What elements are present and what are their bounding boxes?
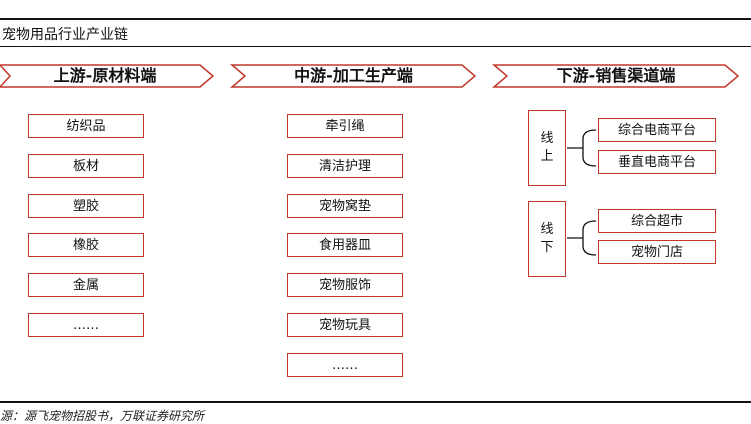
figure-title: 宠物用品行业产业链 [2, 27, 128, 43]
header-chevrons [0, 64, 740, 88]
bottom-rule [0, 401, 751, 403]
upstream-item: 金属 [28, 273, 144, 297]
channel-item: 综合电商平台 [598, 118, 716, 142]
midstream-item: 食用器皿 [287, 233, 403, 257]
midstream-item: 宠物玩具 [287, 313, 403, 337]
channel-online-label: 线 上 [528, 110, 566, 186]
midstream-item: 宠物服饰 [287, 273, 403, 297]
brace-offline [567, 220, 597, 256]
chevron-downstream [491, 64, 740, 88]
header-upstream: 上游-原材料端 [53, 66, 157, 85]
upstream-item: 板材 [28, 154, 144, 178]
upstream-item: 塑胶 [28, 194, 144, 218]
upstream-item: 纺织品 [28, 114, 144, 138]
channel-item: 综合超市 [598, 209, 716, 233]
top-rule [0, 18, 751, 20]
midstream-item: 宠物窝垫 [287, 194, 403, 218]
midstream-item: 清洁护理 [287, 154, 403, 178]
chevron-upstream [0, 64, 215, 88]
upstream-item: 橡胶 [28, 233, 144, 257]
channel-offline-label: 线 下 [528, 201, 566, 277]
header-downstream: 下游-销售渠道端 [556, 66, 676, 85]
midstream-item: …… [287, 353, 403, 377]
brace-online [567, 129, 597, 167]
source-note: 源：源飞宠物招股书，万联证券研究所 [0, 409, 205, 423]
upstream-item: …… [28, 313, 144, 337]
channel-item: 垂直电商平台 [598, 150, 716, 174]
midstream-item: 牵引绳 [287, 114, 403, 138]
channel-item: 宠物门店 [598, 240, 716, 264]
chevron-midstream [229, 64, 477, 88]
title-bar: 宠物用品行业产业链 [0, 20, 751, 46]
title-rule [0, 46, 751, 47]
header-midstream: 中游-加工生产端 [294, 66, 413, 85]
